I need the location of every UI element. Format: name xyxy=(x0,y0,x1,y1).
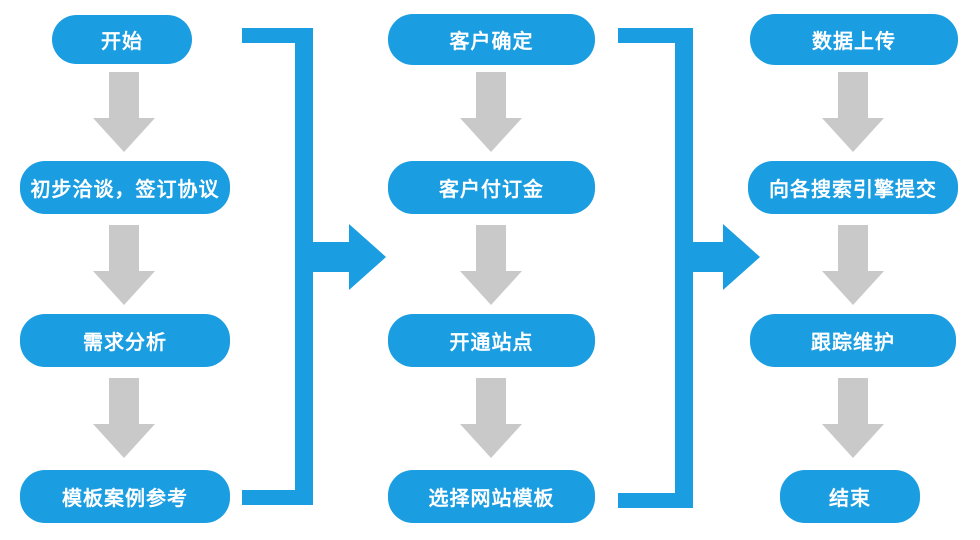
arrow-head xyxy=(93,271,155,305)
connector-vertical-bar xyxy=(675,28,693,508)
arrow-stem xyxy=(838,378,868,424)
arrow-stem xyxy=(109,72,139,118)
connector-bottom-bar xyxy=(618,493,693,508)
arrow-head xyxy=(460,424,522,458)
node-tracking-maintenance: 跟踪维护 xyxy=(750,314,956,367)
arrow-head xyxy=(460,271,522,305)
connector-vertical-bar xyxy=(295,28,313,505)
down-arrow-icon xyxy=(822,72,884,152)
down-arrow-icon xyxy=(93,72,155,152)
node-open-site: 开通站点 xyxy=(388,314,595,367)
arrow-head xyxy=(460,118,522,152)
arrow-stem xyxy=(109,378,139,424)
arrow-head xyxy=(822,118,884,152)
arrow-head xyxy=(93,118,155,152)
right-arrow-stem xyxy=(693,242,724,272)
arrow-head xyxy=(822,424,884,458)
node-template-case-reference: 模板案例参考 xyxy=(20,470,230,523)
arrow-stem xyxy=(838,225,868,271)
connector-bottom-bar xyxy=(242,490,313,505)
node-requirements-analysis: 需求分析 xyxy=(20,314,230,367)
down-arrow-icon xyxy=(460,72,522,152)
node-customer-confirm: 客户确定 xyxy=(388,14,595,65)
arrow-head xyxy=(822,271,884,305)
arrow-stem xyxy=(476,225,506,271)
connector-top-bar xyxy=(618,28,693,43)
node-start: 开始 xyxy=(52,15,192,64)
node-customer-pays-deposit: 客户付订金 xyxy=(388,161,595,214)
right-arrow-icon xyxy=(723,224,760,290)
right-arrow-stem xyxy=(313,242,350,272)
arrow-stem xyxy=(838,72,868,118)
down-arrow-icon xyxy=(822,225,884,305)
arrow-stem xyxy=(476,72,506,118)
right-arrow-icon xyxy=(349,224,386,290)
down-arrow-icon xyxy=(460,378,522,458)
node-choose-website-template: 选择网站模板 xyxy=(388,470,595,523)
down-arrow-icon xyxy=(93,225,155,305)
down-arrow-icon xyxy=(460,225,522,305)
node-submit-to-search-engines: 向各搜索引擎提交 xyxy=(748,161,958,214)
node-end: 结束 xyxy=(780,470,920,523)
arrow-head xyxy=(93,424,155,458)
node-data-upload: 数据上传 xyxy=(750,14,958,65)
down-arrow-icon xyxy=(93,378,155,458)
arrow-stem xyxy=(476,378,506,424)
node-initial-talks-sign-agreement: 初步洽谈，签订协议 xyxy=(20,161,230,214)
arrow-stem xyxy=(109,225,139,271)
down-arrow-icon xyxy=(822,378,884,458)
